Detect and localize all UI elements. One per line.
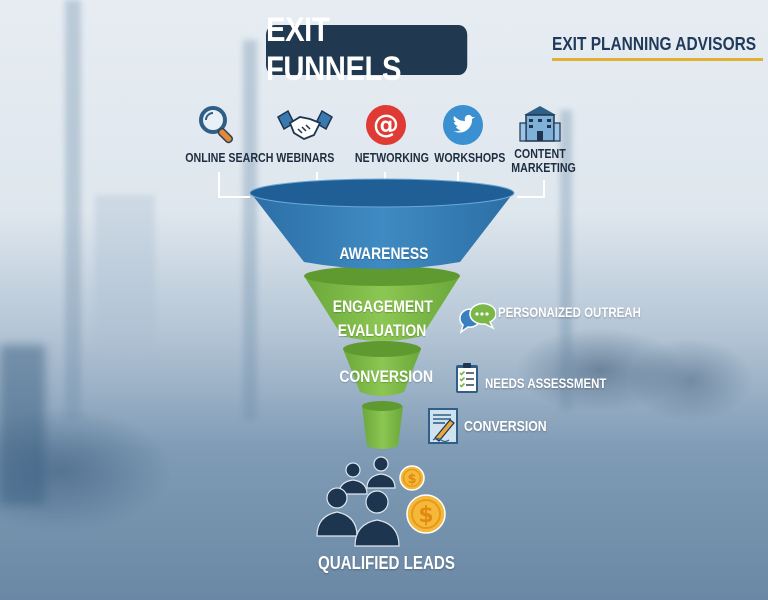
source-label: WEBINARS (276, 150, 335, 165)
stage-label-line1: ENGAGEMENT (332, 297, 433, 316)
source-workshops: WORKSHOPS (428, 103, 506, 165)
source-networking: @ NETWORKING (348, 103, 429, 165)
source-label-line1: CONTENT (514, 146, 566, 161)
handshake-icon (277, 109, 333, 141)
side-item-needs-assessment: NEEDS ASSESSMENT (455, 362, 633, 394)
side-item-label: PERSONAIZED OUTREAH (498, 304, 641, 320)
clipboard-checklist-icon (456, 363, 478, 393)
contract-pen-icon (428, 408, 458, 444)
source-content-marketing: CONTENT MARKETING (505, 103, 576, 175)
connector-content-marketing (517, 180, 545, 198)
source-online-search: ONLINE SEARCH (178, 103, 273, 165)
window-frame (560, 110, 572, 410)
dollar-coin-icon: $ $ (399, 465, 446, 534)
brand-name: EXIT PLANNING ADVISORS (552, 34, 757, 54)
at-sign-icon: @ (366, 105, 406, 145)
connector-online-search (218, 172, 250, 198)
twitter-bird-icon (443, 105, 483, 145)
distant-building (95, 195, 155, 355)
chat-bubbles-icon (459, 302, 496, 334)
window-frame (243, 40, 257, 420)
svg-text:@: @ (373, 110, 399, 140)
source-label: WORKSHOPS (434, 150, 506, 165)
svg-text:$: $ (407, 472, 416, 487)
window-frame (65, 0, 81, 420)
side-item-label: NEEDS ASSESSMENT (485, 375, 607, 391)
side-item-conversion: CONVERSION (428, 408, 565, 444)
side-item-personalized-outreach: PERSONAIZED OUTREAH (456, 302, 672, 336)
source-label: NETWORKING (354, 150, 429, 165)
qualified-leads-label: QUALIFIED LEADS (318, 553, 455, 573)
stage-label-line2: EVALUATION (337, 321, 427, 340)
side-item-label: CONVERSION (464, 417, 547, 435)
svg-text:$: $ (418, 503, 433, 528)
stage-conversion: CONVERSION (339, 367, 434, 386)
magnifier-icon (199, 106, 233, 144)
building-icon (519, 106, 561, 142)
brand-underline (552, 58, 763, 61)
stage-engagement-evaluation: ENGAGEMENT EVALUATION (332, 295, 433, 343)
stage-awareness: AWARENESS (339, 244, 429, 263)
source-label-line2: MARKETING (511, 160, 576, 175)
source-webinars: WEBINARS (270, 103, 340, 165)
business-people-icon (316, 456, 400, 547)
office-chair (0, 345, 45, 505)
